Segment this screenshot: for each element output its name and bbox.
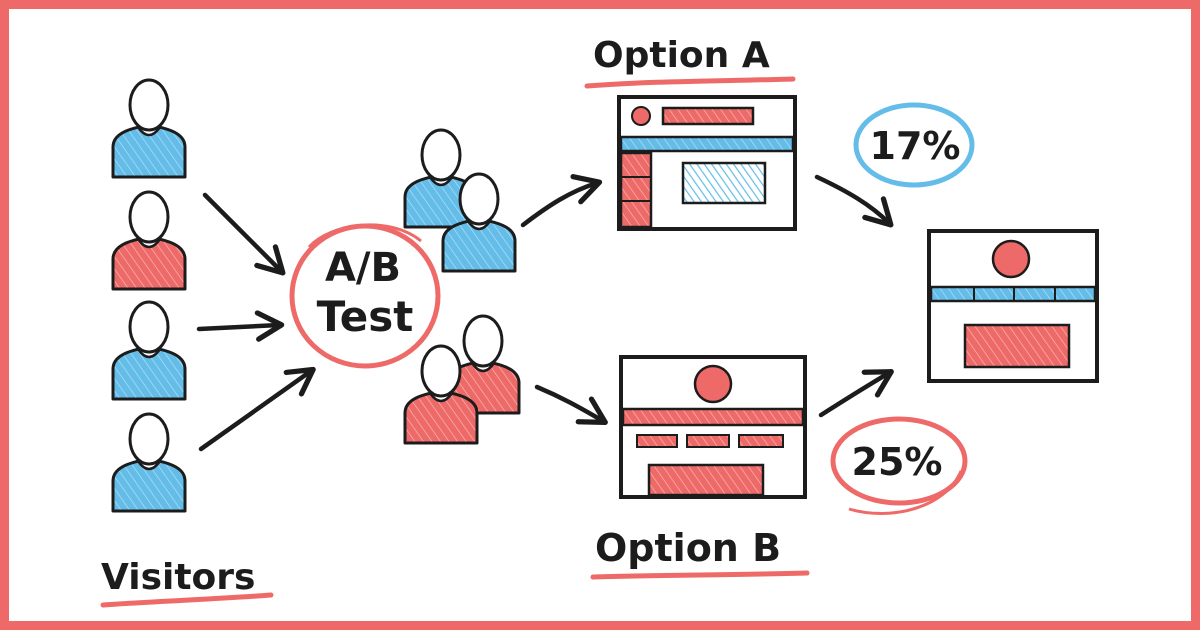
rate-a-value: 17% (870, 124, 961, 168)
ab-test-node: A/B Test (289, 223, 441, 369)
arrow-icon (198, 366, 316, 452)
visitors-label-group: Visitors (100, 557, 274, 608)
webpage-mockup-icon (619, 355, 807, 499)
person-icon (111, 190, 187, 291)
arrow-icon (534, 384, 608, 425)
winning-page-mockup (927, 229, 1099, 383)
ab-test-label-line2: Test (317, 292, 414, 341)
option-a: Option A (584, 35, 797, 231)
ab-test-label-line1: A/B (325, 245, 401, 291)
arrow-icon (202, 192, 286, 276)
rate-b: 25% (830, 416, 968, 515)
person-icon (403, 128, 479, 229)
person-icon (111, 412, 187, 513)
option-a-underline (584, 76, 796, 89)
arrow-icon (520, 174, 603, 228)
group-a-visitors (403, 128, 517, 273)
arrow-icon (196, 310, 285, 342)
person-icon (403, 344, 479, 445)
arrows-to-test (196, 192, 316, 452)
circle-highlight-icon (853, 102, 975, 188)
visitors-underline (100, 592, 274, 608)
person-icon (111, 300, 187, 401)
option-b-label: Option B (595, 526, 781, 570)
arrow-icon (814, 174, 894, 228)
circle-highlight-icon (307, 223, 422, 249)
arrows-to-result (814, 174, 894, 418)
person-icon (441, 172, 517, 273)
option-a-label: Option A (593, 35, 770, 76)
rate-b-value: 25% (852, 440, 943, 484)
ab-test-diagram: A/B Test Option A (100, 35, 1099, 608)
rate-a: 17% (853, 102, 975, 188)
visitors-column (111, 78, 187, 513)
option-b-underline (590, 570, 810, 580)
group-b-visitors (403, 314, 521, 445)
arrows-to-options (520, 174, 608, 425)
person-icon (111, 78, 187, 179)
webpage-mockup-icon (617, 95, 797, 231)
option-b: Option B (590, 355, 810, 580)
visitors-label: Visitors (101, 557, 255, 598)
arrow-icon (818, 369, 894, 418)
webpage-mockup-icon (927, 229, 1099, 383)
circle-highlight-icon (848, 470, 963, 515)
circle-highlight-icon (830, 416, 968, 506)
